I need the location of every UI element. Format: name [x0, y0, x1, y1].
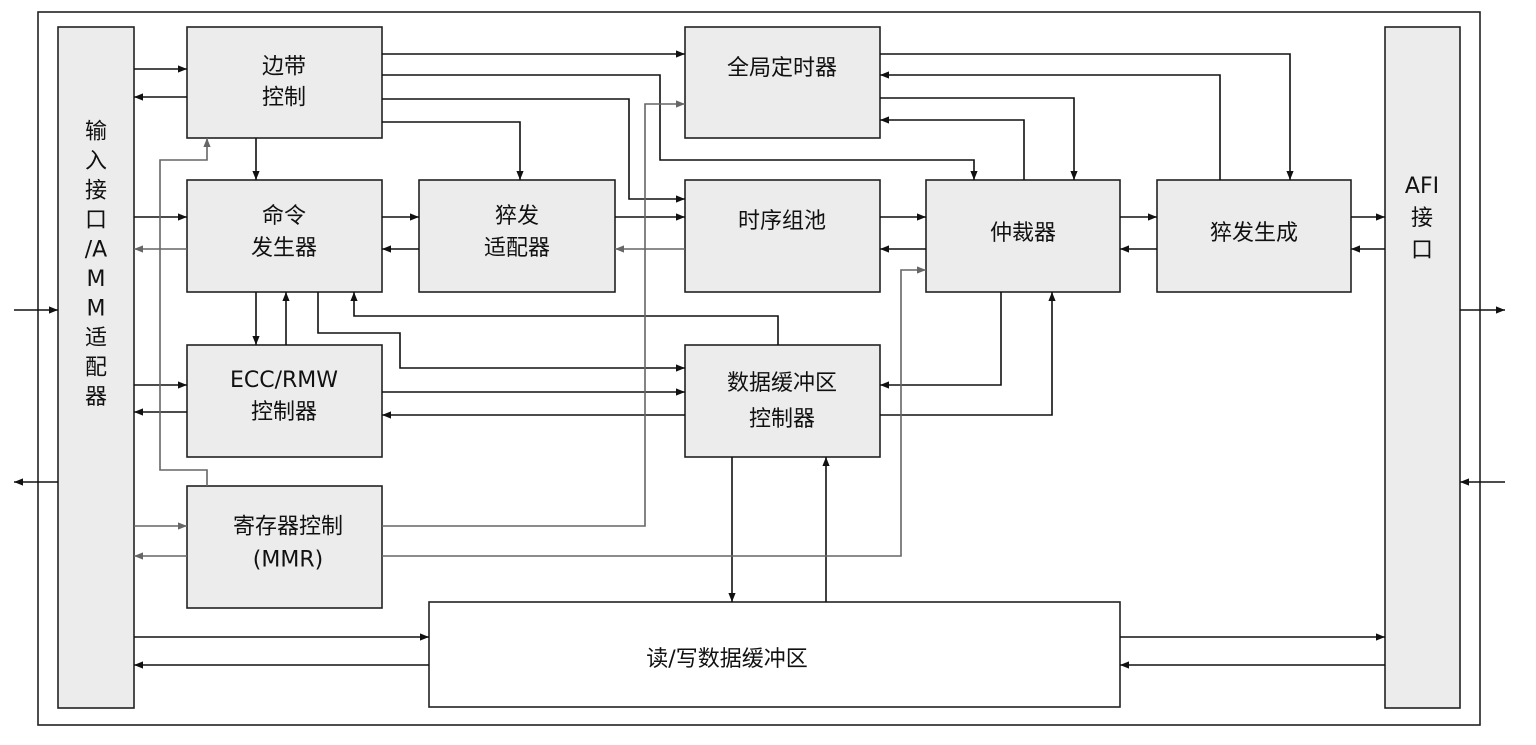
arbiter-to-timer-arrow [880, 116, 1025, 180]
sideband-control-label: 边带控制 [262, 55, 306, 111]
register-control-line: (MMR) [253, 548, 323, 573]
global-timer-line: 全局定时器 [727, 56, 837, 81]
afi-interface-line: 口 [1411, 238, 1433, 263]
register-control-label: 寄存器控制 (MMR) [233, 515, 343, 573]
timing-bank-pool-label: 时序组池 [738, 209, 826, 234]
data-buffer-controller-block [684, 344, 881, 458]
command-generator-label: 命令发生器 [251, 204, 317, 261]
command-generator-block [186, 179, 383, 293]
input-interface-line: 入 [85, 149, 107, 174]
timing-bank-pool-line: 时序组池 [738, 209, 826, 234]
command-to-data-buffer-arrow [317, 292, 685, 372]
burst-generator-to-timer-arrow [880, 71, 1221, 180]
input-interface-line: 接 [85, 178, 107, 203]
register-to-sideband-arrow [159, 138, 211, 486]
rw-data-buffer-block [428, 601, 1121, 708]
data-buffer-controller-line: 数据缓冲区 [727, 371, 837, 396]
sideband-to-burst-adapter-arrow [382, 121, 524, 180]
data-buffer-controller-line: 控制器 [749, 407, 815, 432]
timer-to-burst-generator-arrow [880, 53, 1294, 180]
command-generator-line: 命令 [262, 204, 306, 229]
input-interface-line: 器 [85, 385, 107, 410]
sideband-to-pool-arrow [382, 98, 685, 203]
input-interface-block [57, 26, 135, 709]
afi-interface-line: 接 [1411, 206, 1433, 231]
input-interface-line: M [87, 267, 106, 292]
burst-adapter-line: 猝发 [495, 204, 539, 229]
register-to-arbiter-arrow [382, 266, 926, 557]
ecc-rmw-controller-line: 控制器 [251, 400, 317, 425]
timing-bank-pool-block [684, 179, 881, 293]
data-buffer-to-arbiter-arrow [880, 292, 1056, 416]
burst-adapter-label: 猝发适配器 [484, 204, 550, 261]
register-control-block [186, 485, 383, 609]
rw-data-buffer-line: 读/写数据缓冲区 [646, 647, 807, 672]
arbiter-block [925, 179, 1121, 293]
sideband-control-block [186, 26, 383, 139]
sideband-to-arbiter-arrow [382, 74, 978, 180]
burst-adapter-line: 适配器 [484, 236, 550, 261]
input-interface-line: M [87, 296, 106, 321]
ecc-rmw-controller-block [186, 344, 383, 458]
input-interface-line: 适 [85, 326, 107, 351]
burst-adapter-block [418, 179, 616, 293]
sideband-control-line: 控制 [262, 86, 306, 111]
input-interface-line: 输 [85, 119, 107, 144]
rw-data-buffer-label: 读/写数据缓冲区 [646, 647, 807, 672]
ecc-rmw-controller-label: ECC/RMW 控制器 [230, 368, 338, 425]
global-timer-block [684, 26, 881, 139]
register-to-timer-arrow [382, 100, 685, 527]
timer-to-arbiter-arrow [880, 97, 1078, 180]
afi-interface-label: AFI 接口 [1405, 174, 1439, 263]
register-control-line: 寄存器控制 [233, 515, 343, 540]
arbiter-label: 仲裁器 [990, 221, 1056, 246]
data-buffer-to-command-arrow [350, 292, 779, 345]
burst-generator-line: 猝发生成 [1210, 221, 1298, 246]
burst-generator-label: 猝发生成 [1210, 221, 1298, 246]
command-generator-line: 发生器 [251, 236, 317, 261]
afi-interface-line: AFI [1405, 174, 1439, 199]
input-interface-line: 口 [85, 208, 107, 233]
input-interface-line: 配 [85, 355, 107, 380]
data-buffer-controller-label: 数据缓冲区控制器 [727, 371, 837, 432]
global-timer-label: 全局定时器 [727, 56, 837, 81]
afi-interface-block [1384, 26, 1461, 709]
burst-generator-block [1156, 179, 1352, 293]
arbiter-line: 仲裁器 [990, 221, 1056, 246]
ecc-rmw-controller-line: ECC/RMW [230, 368, 338, 393]
arbiter-to-data-buffer-arrow [880, 292, 1002, 389]
input-interface-line: /A [85, 237, 107, 262]
sideband-control-line: 边带 [262, 55, 306, 80]
